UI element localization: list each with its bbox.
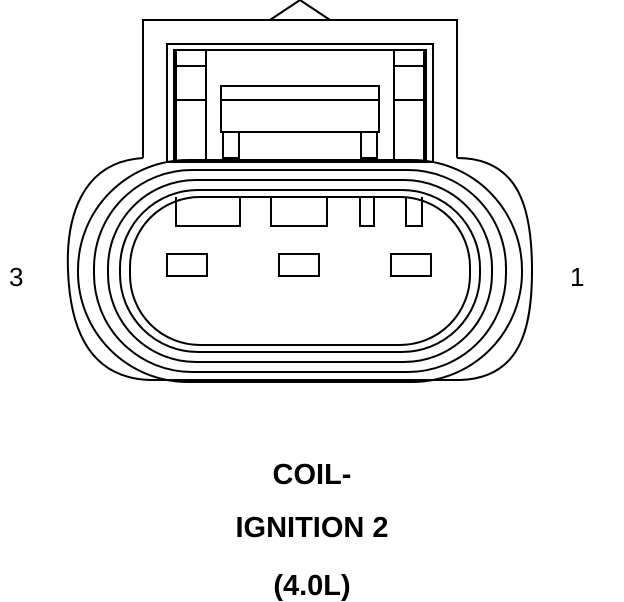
latch-tab-feet	[222, 132, 378, 159]
housing-outline	[142, 19, 458, 158]
connector-ring-4	[119, 189, 481, 353]
latch-frame-inner	[173, 49, 427, 163]
terminal-cavity-1	[390, 253, 432, 277]
pin-label-1: 1	[570, 262, 585, 292]
terminal-cavity-3	[166, 253, 208, 277]
latch-post-left	[175, 50, 207, 162]
caption-line-3: (4.0L)	[273, 570, 351, 602]
connector-face	[129, 196, 471, 346]
latch-triangle	[269, 0, 331, 21]
keyway-slot-2	[270, 197, 328, 227]
keyway-slot-4	[405, 197, 423, 227]
latch-tab	[220, 85, 380, 133]
caption-line-1: COIL-	[272, 459, 352, 491]
latch-tab-inner	[220, 99, 380, 133]
pin-label-3: 3	[9, 262, 24, 292]
terminal-cavity-2	[278, 253, 320, 277]
connector-ring-1	[77, 159, 523, 383]
connector-ring-3	[107, 179, 493, 363]
keyway-slot-3	[359, 197, 375, 227]
latch-post-right	[393, 50, 425, 162]
connector-outer-shell	[66, 157, 534, 381]
caption-line-2: IGNITION 2	[235, 512, 389, 544]
connector-ring-2	[93, 169, 507, 373]
keyway-slot-1	[175, 197, 241, 227]
